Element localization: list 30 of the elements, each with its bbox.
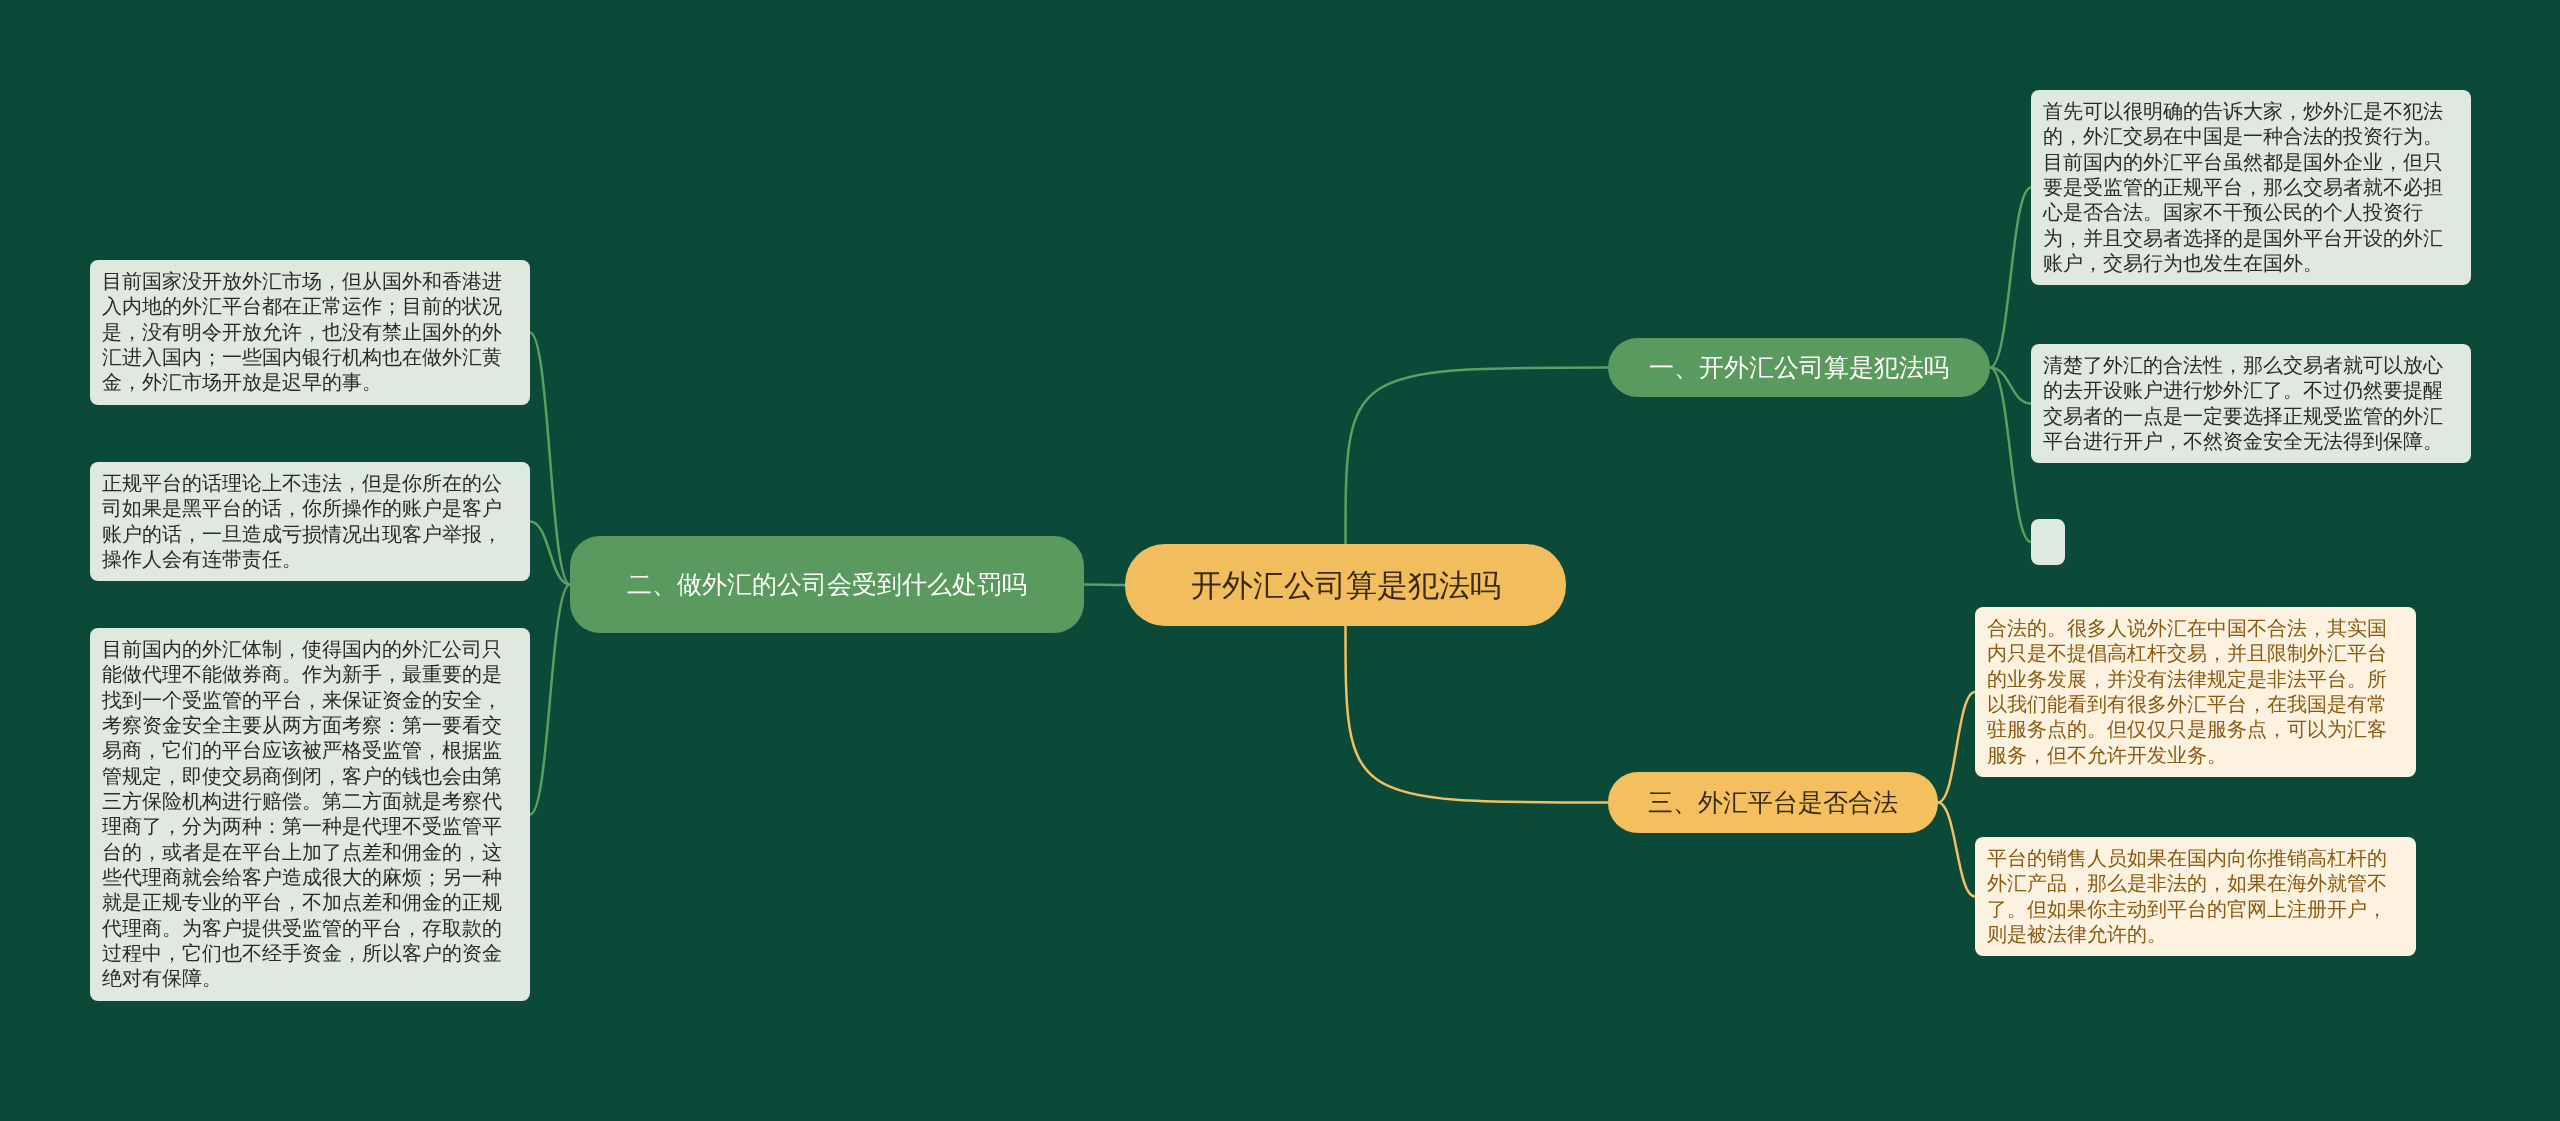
note-box [2031,90,2471,286]
topic-text: 三、外汇平台是否合法 [1648,786,1898,819]
connector-line [1344,626,1608,804]
topic-text: 开外汇公司算是犯法吗 [1190,565,1501,605]
topic-text: 一、开外汇公司算是犯法吗 [1649,351,1949,384]
empty-box [2031,519,2065,565]
connector-line [1937,690,1976,804]
topic-text: 目前国内的外汇体制，使得国内的外汇公司只能做代理不能做券商。作为新手，最重要的是找到一个受监管的平台，来保证资金的安全，考察资金安全主要从两方面考察：第一要看交易商，它们的平台应该被严格受监管，根据监管规定，即使交易商倒闭，客户的钱也会由第三方保险机构进行赔偿。第二方面就是考察代理商了，分为两种：第一种是代理不受监管平台的，或者是在平台上加了点差和佣金的，这些代理商就会给客户造成很大的麻烦；另一种就是正规专业的平台，不加点差和佣金的正规代理商。为客户提供受监管的平台，存取款的过程中，它们也不经手资金，所以客户的资金绝对有保障。 [102,637,503,992]
note-box [90,462,530,582]
connector-line [1937,801,1976,898]
topic-text: 正规平台的话理论上不违法，但是你所在的公司如果是黑平台的话，你所操作的账户是客户账户的话，一旦造成亏损情况出现客户举报，操作人会有连带责任。 [102,471,503,573]
connector-line [1989,366,2032,543]
connector-line [1344,366,1608,544]
note-box [90,260,530,405]
topic-text: 目前国家没开放外汇市场，但从国外和香港进入内地的外汇平台都在正常运作；目前的状况是，没有明令开放允许，也没有禁止国外的外汇进入国内；一些国内银行机构也在做外汇黄金，外汇市场开放是迟早的事。 [102,269,503,396]
note-box [1975,837,2416,957]
connector-line [1989,186,2032,369]
connector-line [529,520,571,586]
connector-line [529,331,571,586]
topic-text: 平台的销售人员如果在国内向你推销高杠杆的外汇产品，那么是非法的，如果在海外就管不了。但如果你主动到平台的官网上注册开户，则是被法律允许的。 [1987,846,2388,948]
branch-topic [570,536,1084,633]
topic-text: 二、做外汇的公司会受到什么处罚吗 [627,568,1027,601]
connector-line [1084,583,1125,587]
note-box [2031,344,2471,464]
topic-text: 合法的。很多人说外汇在中国不合法，其实国内只是不提倡高杠杆交易，并且限制外汇平台的业务发展，并没有法律规定是非法平台。所以我们能看到有很多外汇平台，在我国是有常驻服务点的。但仅仅只是服务点，可以为汇客服务，但不允许开发业务。 [1987,616,2388,769]
note-box [1975,607,2416,778]
topic-text: 清楚了外汇的合法性，那么交易者就可以放心的去开设账户进行炒外汇了。不过仍然要提醒交易者的一点是一定要选择正规受监管的外汇平台进行开户，不然资金安全无法得到保障。 [2043,353,2444,455]
topic-text: 首先可以很明确的告诉大家，炒外汇是不犯法的，外汇交易在中国是一种合法的投资行为。目前国内的外汇平台虽然都是国外企业，但只要是受监管的正规平台，那么交易者就不必担心是否合法。国家不干预公民的个人投资行为，并且交易者选择的是国外平台开设的外汇账户，交易行为也发生在国外。 [2043,99,2444,277]
connector-line [529,583,571,816]
branch-topic [1608,772,1938,833]
